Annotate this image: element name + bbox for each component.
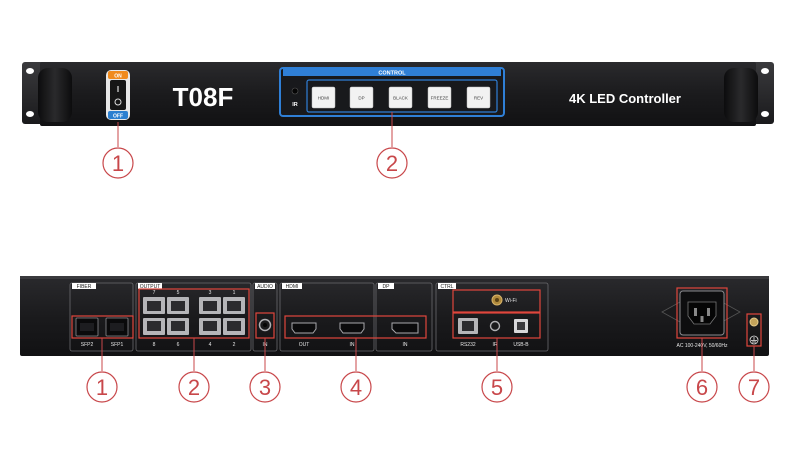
output-number-8: 8 — [153, 342, 156, 348]
power-off-label: OFF — [113, 114, 123, 120]
power-on-indicator — [108, 71, 128, 79]
hdmi-button-label: HDMI — [318, 96, 330, 101]
ctrl-ports: Wi-Fi RS232 IR USB-B — [452, 289, 541, 348]
black-button-label: BLACK — [393, 96, 408, 101]
rocker-switch[interactable] — [110, 80, 126, 110]
hdmi-section-label: HDMI — [286, 284, 299, 290]
ir-jack-icon[interactable] — [489, 320, 501, 332]
dp-in-label: IN — [403, 342, 408, 348]
ear-hole-icon — [761, 68, 769, 74]
output-number-2: 2 — [233, 342, 236, 348]
control-label: CONTROL — [378, 71, 406, 77]
product-title: 4K LED Controller — [569, 91, 681, 106]
wifi-label: Wi-Fi — [505, 298, 517, 304]
rear-callout-3-number: 3 — [259, 375, 271, 400]
power-switch[interactable]: ON OFF — [106, 70, 130, 120]
fiber-section-label: FIBER — [77, 284, 92, 290]
rear-callouts — [101, 338, 755, 371]
output-number-3: 3 — [209, 290, 212, 296]
front-callout-1-number: 1 — [112, 151, 124, 176]
black-button[interactable] — [388, 86, 413, 109]
rj45-output-ports: 7 5 3 1 8 6 4 2 — [138, 288, 250, 348]
freeze-button-label: FREEZE — [431, 96, 449, 101]
ground-screw-icon[interactable] — [749, 317, 759, 327]
video-ports: OUT IN IN — [284, 315, 427, 348]
front-callout-1: 1 — [102, 122, 134, 179]
ear-hole-icon — [761, 111, 769, 117]
ir-port-label: IR — [493, 342, 498, 348]
hdmi-in-label: IN — [350, 342, 355, 348]
rear-callout-3: 3 — [249, 371, 281, 403]
audio-section-label: AUDIO — [257, 284, 273, 290]
front-callout-2-number: 2 — [386, 151, 398, 176]
front-handle-right — [724, 68, 758, 122]
rear-callout-1: 1 — [86, 371, 118, 403]
rear-callout-7-number: 7 — [748, 375, 760, 400]
ear-hole-icon — [26, 68, 34, 74]
dp-section-label: DP — [383, 284, 391, 290]
usb-b-label: USB-B — [513, 342, 529, 348]
hdmi-in-port[interactable] — [339, 322, 365, 334]
ear-hole-icon — [26, 111, 34, 117]
rear-callout-6-number: 6 — [696, 375, 708, 400]
dp-button-label: DP — [358, 96, 364, 101]
power-off-indicator — [108, 111, 128, 119]
output-number-4: 4 — [209, 342, 212, 348]
hdmi-out-port[interactable] — [291, 322, 317, 334]
ir-sensor-icon — [291, 87, 299, 95]
model-name: T08F — [173, 82, 234, 112]
rear-section-tabs: FIBER OUTPUT AUDIO HDMI DP CTRL — [72, 283, 456, 290]
freeze-button[interactable] — [427, 86, 452, 109]
output-number-5: 5 — [177, 290, 180, 296]
output-section-label: OUTPUT — [140, 284, 161, 290]
rear-callout-2-number: 2 — [188, 375, 200, 400]
sfp-ports: SFP2 SFP1 — [71, 315, 134, 348]
sfp1-label: SFP1 — [111, 342, 124, 348]
output-number-7: 7 — [153, 290, 156, 296]
dp-in-port[interactable] — [391, 322, 419, 334]
sfp2-label: SFP2 — [81, 342, 94, 348]
rear-callout-5: 5 — [481, 371, 513, 403]
power-off-mark-icon — [114, 98, 122, 106]
hdmi-button[interactable] — [311, 86, 336, 109]
iec-socket-icon[interactable] — [687, 301, 717, 325]
rev-button[interactable] — [466, 86, 491, 109]
ground-symbol-icon — [749, 335, 759, 345]
front-callout-2: 2 — [376, 112, 408, 179]
dp-button[interactable] — [349, 86, 374, 109]
rs232-label: RS232 — [460, 342, 476, 348]
rear-callout-4-number: 4 — [350, 375, 362, 400]
ir-label: IR — [292, 102, 298, 108]
front-handle-left — [38, 68, 72, 122]
rear-callout-6: 6 — [686, 371, 718, 403]
rear-callout-5-number: 5 — [491, 375, 503, 400]
rev-button-label: REV — [474, 96, 483, 101]
output-number-1: 1 — [233, 290, 236, 296]
rear-callout-7: 7 — [738, 371, 770, 403]
rear-callout-4: 4 — [340, 371, 372, 403]
hdmi-out-label: OUT — [299, 342, 310, 348]
rear-callout-1-number: 1 — [96, 375, 108, 400]
control-buttons: HDMI DP BLACK FREEZE REV — [311, 86, 491, 109]
power-on-label: ON — [114, 74, 122, 80]
ctrl-section-label: CTRL — [440, 284, 453, 290]
rear-callout-2: 2 — [178, 371, 210, 403]
output-number-6: 6 — [177, 342, 180, 348]
